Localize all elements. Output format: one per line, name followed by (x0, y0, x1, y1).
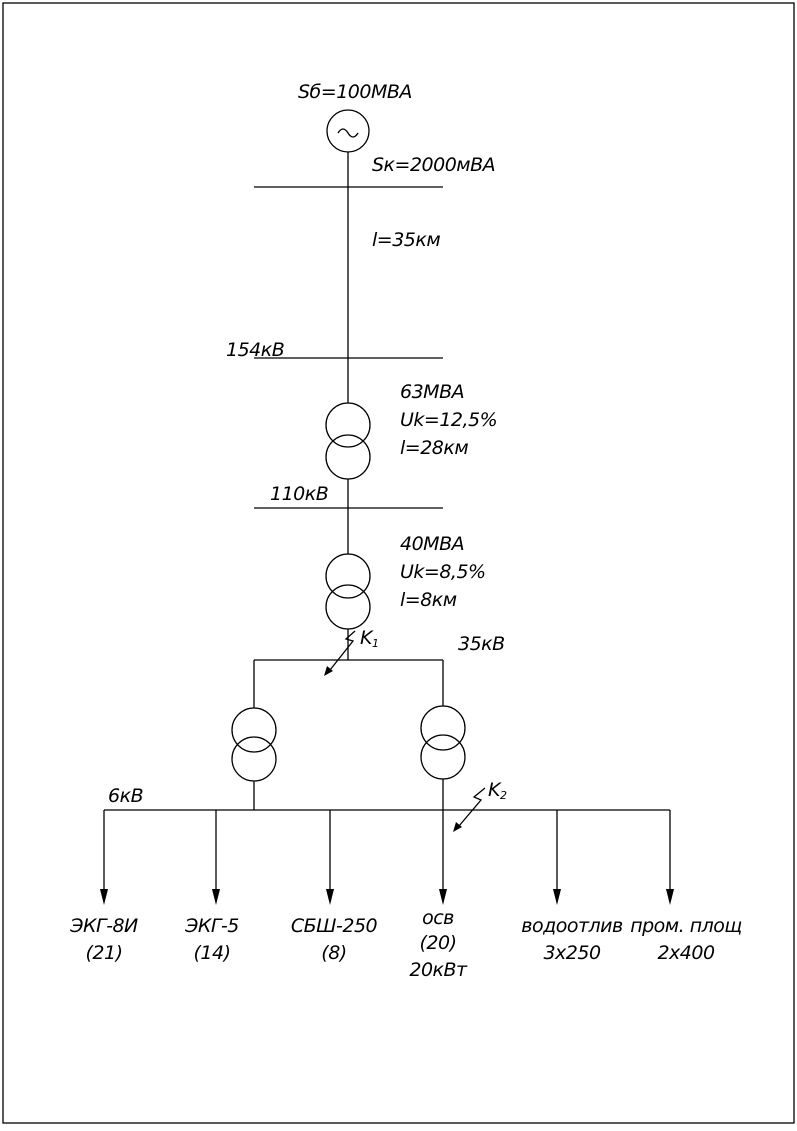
source-base-power: Sб=100МВА (298, 81, 412, 103)
load-arrow-icon (439, 889, 447, 905)
transformer3-icon (231, 707, 277, 782)
load-2-name: ЭКГ-5 (184, 915, 239, 937)
load-arrow-icon (100, 889, 108, 905)
load-5-count: 3х250 (543, 942, 601, 964)
bus-6kv-label: 6кВ (108, 785, 143, 807)
load-3-name: СБШ-250 (291, 915, 378, 937)
fault-k1-label: K1 (360, 627, 378, 650)
transformer2-icon (325, 553, 371, 630)
load-6-count: 2х400 (657, 942, 715, 964)
load-arrow-icon (553, 889, 561, 905)
source-short-circuit-power: Sк=2000мВА (372, 154, 495, 176)
transformer2-uk: Uk=8,5% (400, 561, 486, 583)
transformer2-power: 40МВА (400, 533, 464, 555)
load-arrow-icon (326, 889, 334, 905)
load-1-count: (21) (85, 942, 122, 964)
load-4-power: 20кВт (409, 959, 468, 981)
fault-k2-label: K2 (488, 779, 507, 802)
load-arrow-icon (212, 889, 220, 905)
transformer1-power: 63МВА (400, 381, 464, 403)
bus-35kv-label: 35кВ (458, 633, 505, 655)
load-feeders (100, 810, 674, 905)
transformer1-uk: Uk=12,5% (400, 409, 497, 431)
ac-generator-icon (326, 109, 370, 153)
fault-k1-icon (324, 630, 356, 676)
fault-k2-icon (453, 787, 486, 832)
load-6-name: пром. площ (630, 915, 742, 937)
load-5-name: водоотлив (521, 915, 623, 937)
transformer4-icon (420, 705, 466, 780)
bus-154kv-label: 154кВ (226, 339, 284, 361)
transformer1-length: l=28км (400, 437, 468, 459)
line1-length: l=35км (372, 229, 440, 251)
transformer1-icon (325, 402, 371, 480)
load-arrow-icon (666, 889, 674, 905)
bus-110kv-label: 110кВ (270, 483, 328, 505)
load-2-count: (14) (193, 942, 230, 964)
transformer2-length: l=8км (400, 589, 457, 611)
load-1-name: ЭКГ-8И (69, 915, 138, 937)
load-4-count: (20) (419, 932, 456, 954)
load-labels: ЭКГ-8И (21) ЭКГ-5 (14) СБШ-250 (8) осв (… (69, 907, 742, 981)
load-3-count: (8) (321, 942, 346, 964)
load-4-name: осв (422, 907, 454, 929)
